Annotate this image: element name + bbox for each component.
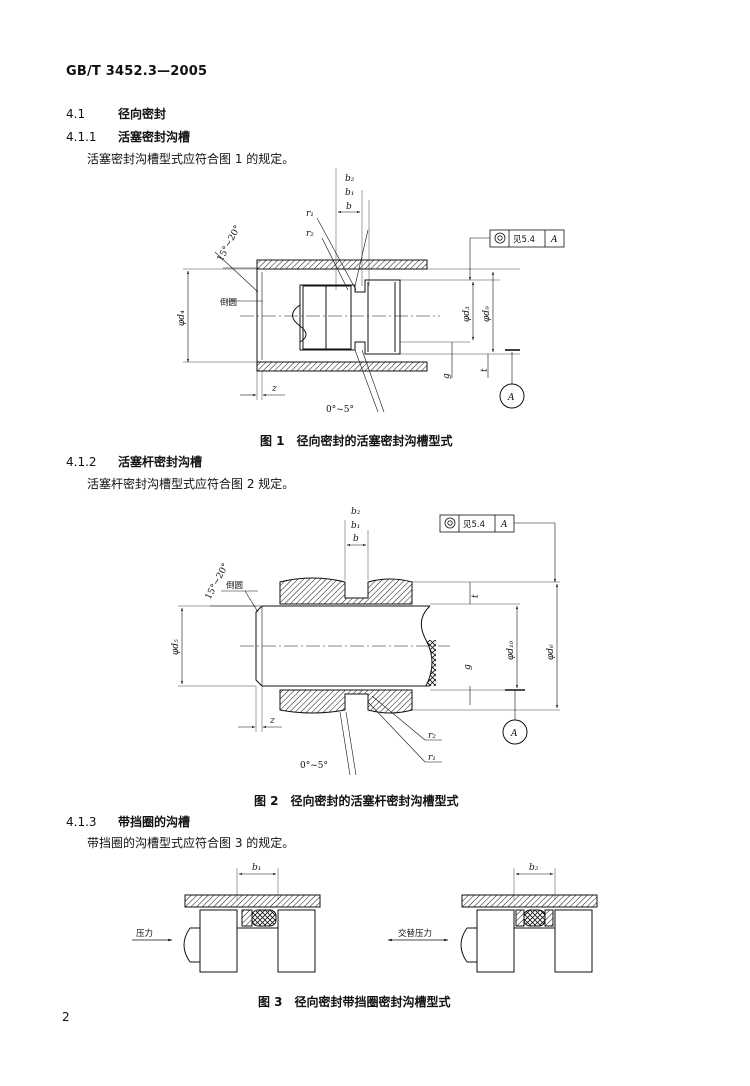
figure-3-caption: 图 3 径向密封带挡圈密封沟槽型式 xyxy=(258,995,451,1009)
tolerance-datum-label: A xyxy=(500,520,508,530)
dim-g-label: g xyxy=(442,373,452,379)
dim-b1-label: b₁ xyxy=(351,521,360,531)
figure-2-drawing xyxy=(178,514,560,776)
radius-r1-label: r₁ xyxy=(306,209,314,219)
dim-b1-label: b₁ xyxy=(345,188,354,198)
datum-a-label: A xyxy=(510,729,518,739)
dim-b-label: b xyxy=(346,202,352,212)
section-number: 4.1.1 xyxy=(66,130,97,144)
dim-d9-label: φd₉ xyxy=(482,306,492,322)
dim-b2-label: b₂ xyxy=(345,174,355,184)
section-number: 4.1 xyxy=(66,107,86,121)
tolerance-datum-label: A xyxy=(550,235,558,245)
section-title: 带挡圈的沟槽 xyxy=(118,815,191,829)
figure-3-left-assembly xyxy=(132,868,321,973)
radius-r2-label: r₂ xyxy=(306,229,314,239)
dim-t-label: t xyxy=(471,594,481,598)
dim-d4-label: φd₄ xyxy=(177,310,187,326)
dim-b1-label: b₁ xyxy=(252,863,261,873)
standard-number: GB/T 3452.3—2005 xyxy=(66,64,208,79)
dim-d6-label: φd₆ xyxy=(546,644,556,660)
section-title: 活塞密封沟槽 xyxy=(118,130,191,144)
section-4-1-1-heading: 4.1.1 活塞密封沟槽 xyxy=(66,128,190,145)
figure-3-right-assembly xyxy=(387,868,598,973)
section-4-1-1-body: 活塞密封沟槽型式应符合图 1 的规定。 xyxy=(87,152,295,166)
dim-d3-label: φd₃ xyxy=(462,306,472,322)
page-number: 2 xyxy=(62,1010,70,1024)
figure-1-caption: 图 1 径向密封的活塞密封沟槽型式 xyxy=(260,434,453,448)
datum-a-label: A xyxy=(507,393,515,403)
dim-z-label: z xyxy=(271,384,277,394)
figure-2-caption: 图 2 径向密封的活塞杆密封沟槽型式 xyxy=(254,794,459,808)
dim-z-label: z xyxy=(269,716,275,726)
section-number: 4.1.3 xyxy=(66,815,97,829)
figure-1-drawing xyxy=(183,168,565,413)
chamfer-round-label: 倒圆 xyxy=(220,297,237,308)
section-title: 径向密封 xyxy=(118,107,167,121)
alternating-pressure-label: 交替压力 xyxy=(398,928,432,939)
taper-angle-label: 0°~5° xyxy=(300,761,328,771)
section-4-1-3-body: 带挡圈的沟槽型式应符合图 3 的规定。 xyxy=(87,836,295,850)
section-title: 活塞杆密封沟槽 xyxy=(118,455,203,469)
figure-2-labels: b₂ b₁ b 15°~20° 倒圆 φd₅ φd₁₀ φd₆ t g z 0°… xyxy=(171,507,556,771)
dim-t-label: t xyxy=(480,368,490,372)
dim-b2-label: b₂ xyxy=(529,863,539,873)
section-4-1-2-body: 活塞杆密封沟槽型式应符合图 2 规定。 xyxy=(87,477,295,491)
tolerance-ref-label: 见5.4 xyxy=(513,235,535,245)
figure-1-labels: b₂ b₁ b r₁ r₂ 15°~20° 倒圆 φd₄ φd₃ φd₉ g t… xyxy=(177,174,558,415)
section-4-1-2-heading: 4.1.2 活塞杆密封沟槽 xyxy=(66,453,202,470)
figure-3-labels: b₁ b₂ 压力 交替压力 xyxy=(136,863,539,939)
dim-b-label: b xyxy=(353,534,359,544)
section-4-1-3-heading: 4.1.3 带挡圈的沟槽 xyxy=(66,813,190,830)
chamfer-round-label: 倒圆 xyxy=(226,580,243,591)
dim-g-label: g xyxy=(463,664,473,670)
pressure-label: 压力 xyxy=(136,928,153,939)
dim-d5-label: φd₅ xyxy=(171,639,181,655)
section-4-1-heading: 4.1 径向密封 xyxy=(66,105,166,122)
taper-angle-label: 0°~5° xyxy=(326,405,354,415)
chamfer-angle-label: 15°~20° xyxy=(216,224,243,264)
figure-3-drawing xyxy=(132,868,598,973)
radius-r1-label: r₁ xyxy=(428,753,436,763)
radius-r2-label: r₂ xyxy=(428,731,436,741)
section-number: 4.1.2 xyxy=(66,455,97,469)
dim-d10-label: φd₁₀ xyxy=(506,640,516,660)
dim-b2-label: b₂ xyxy=(351,507,361,517)
tolerance-ref-label: 见5.4 xyxy=(463,520,485,530)
